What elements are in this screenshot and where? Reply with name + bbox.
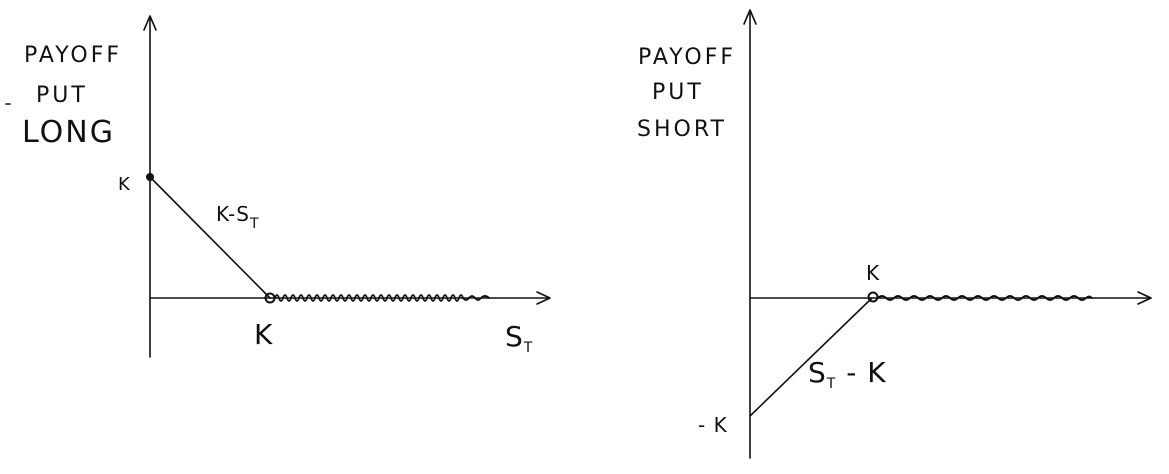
short-put-x-axis-arrowhead xyxy=(1137,291,1152,305)
long-put-strike-label: K xyxy=(254,318,273,351)
short-put-y-axis-arrowhead xyxy=(743,9,757,25)
long-put-x-axis-arrowhead xyxy=(536,291,551,305)
short-put-title-line-3: SHORT xyxy=(637,117,727,142)
short-put-segment-label-tail: - K xyxy=(836,356,886,389)
short-put-segment-label: ST - K xyxy=(808,356,887,392)
short-put-payoff-line xyxy=(749,297,873,417)
short-put-diagram: PAYOFF PUT SHORT K ST - K - K xyxy=(637,9,1152,459)
long-put-segment-label-subscript: T xyxy=(249,216,260,232)
short-put-title-line-2: PUT xyxy=(652,80,704,105)
short-put-segment-label-main: S xyxy=(808,356,827,389)
long-put-title-line-1: PAYOFF xyxy=(24,43,122,68)
long-put-y-intercept-label: K xyxy=(118,174,131,195)
short-put-title-line-1: PAYOFF xyxy=(638,45,736,70)
short-put-y-intercept-label: - K xyxy=(698,413,728,437)
long-put-diagram: PAYOFF PUT LONG K K-ST K ST xyxy=(22,15,551,358)
long-put-x-axis-label: ST xyxy=(505,320,533,356)
long-put-zero-payoff-squiggle xyxy=(274,294,490,302)
short-put-strike-label: K xyxy=(866,261,880,285)
short-put-zero-payoff-squiggle xyxy=(877,295,1093,301)
long-put-title-line-2: PUT xyxy=(36,83,88,108)
long-put-segment-label-main: K-S xyxy=(216,202,250,226)
short-put-segment-label-subscript: T xyxy=(826,376,837,392)
long-put-title-line-3: LONG xyxy=(22,115,115,150)
long-put-segment-label: K-ST xyxy=(216,202,260,232)
long-put-x-axis-label-subscript: T xyxy=(523,340,534,356)
long-put-payoff-line xyxy=(149,176,271,299)
long-put-y-axis-arrowhead xyxy=(143,15,157,31)
long-put-x-axis-label-main: S xyxy=(505,320,524,353)
short-put-strike-point xyxy=(867,291,879,303)
long-put-intercept-dot xyxy=(146,173,154,181)
